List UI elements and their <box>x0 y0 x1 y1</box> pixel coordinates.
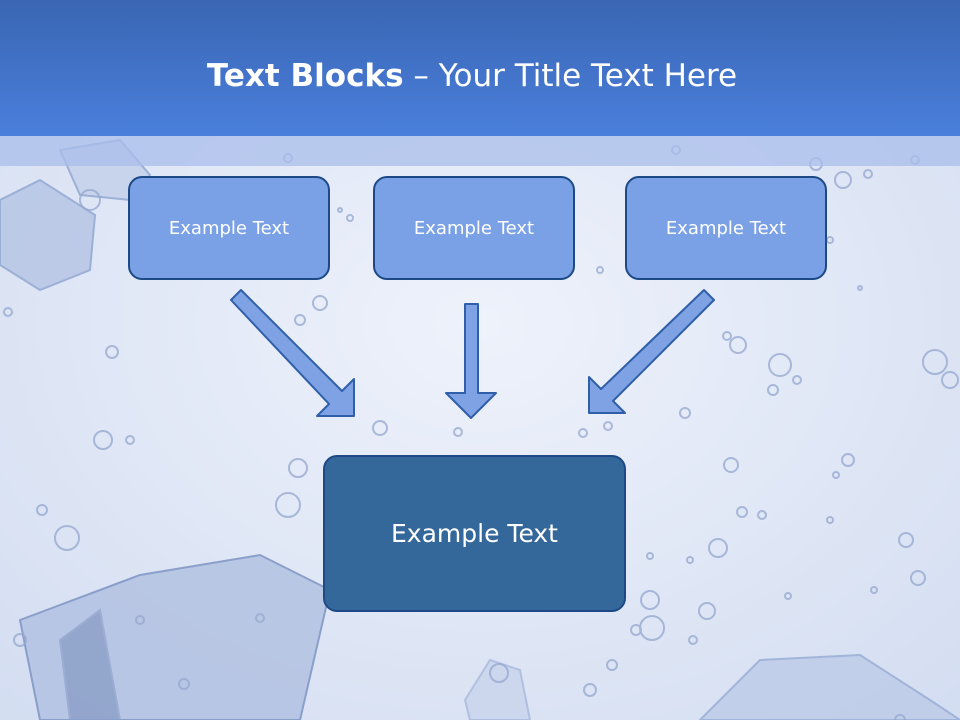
ice-cube-bottom-right <box>698 653 960 720</box>
ice-cube-bottom-center <box>463 658 532 720</box>
text-block-2[interactable]: Example Text <box>373 176 575 280</box>
bubbles <box>3 145 959 720</box>
text-block-2-label: Example Text <box>413 217 535 239</box>
arrow-left <box>230 289 355 417</box>
text-block-3-label: Example Text <box>665 217 787 239</box>
title-rest: Your Title Text Here <box>438 58 738 94</box>
result-block-label: Example Text <box>391 519 558 548</box>
arrow-middle <box>445 303 497 419</box>
title-dash: – <box>403 58 439 94</box>
title-header <box>0 0 960 136</box>
slide-title[interactable]: Text Blocks – Your Title Text Here <box>0 52 944 100</box>
text-block-1-label: Example Text <box>168 217 290 239</box>
result-block[interactable]: Example Text <box>323 455 626 612</box>
arrow-right <box>588 289 715 414</box>
header-band <box>0 136 960 166</box>
text-block-1[interactable]: Example Text <box>128 176 330 280</box>
title-bold: Text Blocks <box>206 58 404 94</box>
text-block-3[interactable]: Example Text <box>625 176 827 280</box>
